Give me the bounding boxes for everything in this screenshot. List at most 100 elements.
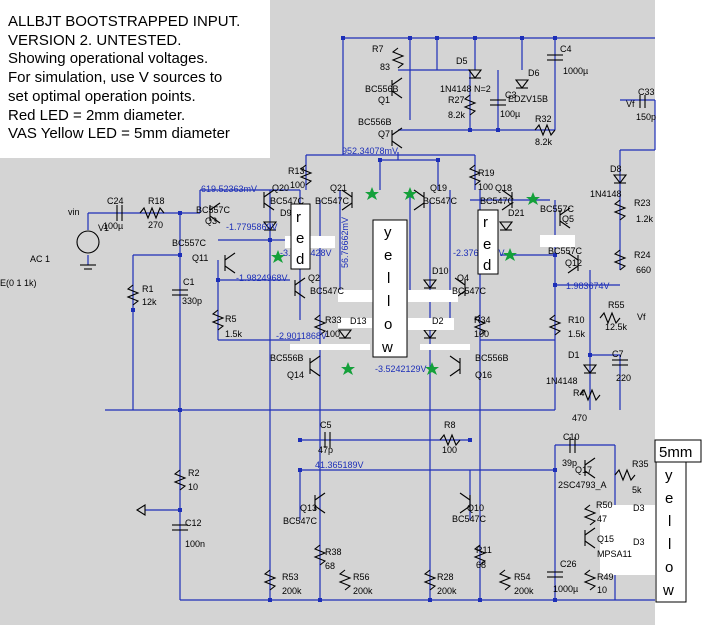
label-Q7: Q7 bbox=[378, 129, 390, 139]
resistor-R53 bbox=[263, 569, 277, 591]
marker-star bbox=[341, 362, 355, 375]
overlay-red-left: r e d bbox=[290, 203, 311, 270]
diode-D9 bbox=[262, 221, 278, 231]
marker-star bbox=[526, 192, 540, 205]
resistor-R24 bbox=[613, 249, 627, 271]
resistor-R38 bbox=[313, 544, 327, 566]
note-line: For simulation, use V sources to bbox=[8, 69, 223, 87]
resistor-R33 bbox=[313, 314, 327, 336]
label-Q12-type: BC557C bbox=[548, 246, 583, 256]
label-Q11: Q11 bbox=[192, 253, 208, 263]
overlay-letter: w bbox=[381, 339, 393, 356]
label-Vf-top: Vf bbox=[626, 99, 635, 109]
overlay-letter: e bbox=[384, 247, 392, 264]
diode-D8 bbox=[612, 174, 628, 184]
transistor-Q3 bbox=[209, 202, 221, 224]
label-R13: R13 bbox=[288, 166, 305, 176]
label-R4: R4 bbox=[573, 388, 585, 398]
transistor-Q16 bbox=[449, 355, 461, 377]
resistor-R54 bbox=[498, 569, 512, 591]
label-R38-value: 68 bbox=[325, 561, 335, 571]
label-R2: R2 bbox=[188, 468, 200, 478]
label-Q18-type: BC547C bbox=[480, 196, 515, 206]
overlay-letter: o bbox=[384, 316, 392, 333]
resistor-R23 bbox=[613, 199, 627, 221]
resistor-R50 bbox=[583, 504, 597, 526]
capacitor-C7 bbox=[612, 359, 628, 366]
label-R5: R5 bbox=[225, 314, 237, 324]
transistor-Q13 bbox=[314, 492, 326, 514]
overlay-letter: d bbox=[483, 257, 491, 274]
label-R27-value: 8.2k bbox=[448, 110, 466, 120]
capacitor-C33 bbox=[639, 95, 646, 108]
label-R54-value: 200k bbox=[514, 586, 534, 596]
label-R53-value: 200k bbox=[282, 586, 302, 596]
voltage-readout: 952.34078mV bbox=[342, 146, 398, 156]
label-C10: C10 bbox=[563, 432, 580, 442]
label-R24: R24 bbox=[634, 250, 651, 260]
transistor-Q2 bbox=[294, 277, 306, 299]
label-C33: C33 bbox=[638, 87, 655, 97]
label-R34: R34 bbox=[474, 315, 491, 325]
label-C1-value: 330p bbox=[182, 296, 202, 306]
resistor-R4 bbox=[579, 388, 601, 402]
overlay-letter: e bbox=[483, 236, 491, 253]
label-R38: R38 bbox=[325, 547, 342, 557]
note-line: ALLBJT BOOTSTRAPPED INPUT. bbox=[8, 13, 241, 30]
note-line: set optimal operation points. bbox=[8, 87, 196, 105]
label-R11-value: 68 bbox=[476, 560, 486, 570]
label-C7: C7 bbox=[612, 349, 624, 359]
voltage-readout: 619.52363mV bbox=[201, 184, 257, 194]
label-Q17-type: 2SC4793_A bbox=[558, 480, 607, 490]
marker-star bbox=[403, 187, 417, 200]
label-D1-type: 1N4148 bbox=[546, 376, 578, 386]
label-D6: D6 bbox=[528, 68, 540, 78]
diode-D6 bbox=[514, 79, 530, 89]
label-D5-type: 1N4148 N=2 bbox=[440, 84, 491, 94]
overlay-letter: w bbox=[662, 582, 674, 599]
label-R19: R19 bbox=[478, 168, 495, 178]
design-notes: ALLBJT BOOTSTRAPPED INPUT. VERSION 2. UN… bbox=[0, 0, 270, 158]
label-Q19-type: BC547C bbox=[423, 196, 458, 206]
overlay-letter: e bbox=[296, 230, 304, 247]
label-C1: C1 bbox=[183, 277, 195, 287]
component-labels: R7 83 D5 C4 1000µ D6 BC556B 1N4148 N=2 E… bbox=[0, 44, 656, 596]
overlay-red-right: r e d bbox=[477, 209, 499, 275]
overlay-yellow-mid: y e l l o w bbox=[372, 219, 408, 358]
resistor-R56 bbox=[338, 569, 352, 591]
label-R13-value: 100 bbox=[290, 180, 305, 190]
label-D21: D21 bbox=[508, 208, 525, 218]
diode-D5 bbox=[467, 69, 483, 79]
resistor-R11 bbox=[473, 544, 487, 566]
capacitor-C12 bbox=[172, 524, 188, 531]
label-Q11-type: BC557C bbox=[172, 238, 207, 248]
label-C26-value: 1000µ bbox=[553, 584, 578, 594]
resistor-R8 bbox=[439, 433, 461, 447]
label-C4: C4 bbox=[560, 44, 572, 54]
capacitor-C1 bbox=[172, 289, 188, 296]
transistor-Q11 bbox=[224, 252, 236, 274]
resistor-R10 bbox=[548, 314, 562, 336]
transistor-Q20 bbox=[263, 189, 275, 211]
overlay-letter: e bbox=[665, 490, 673, 507]
label-R35: R35 bbox=[632, 459, 649, 469]
resistor-R5 bbox=[211, 309, 225, 331]
overlay-letter: o bbox=[665, 559, 673, 576]
resistor-R28 bbox=[423, 569, 437, 591]
transistor-Q18 bbox=[501, 189, 513, 211]
overlay-letter: r bbox=[483, 214, 488, 231]
label-Q2: Q2 bbox=[308, 273, 320, 283]
label-C5: C5 bbox=[320, 420, 332, 430]
overlay-5mm-label: 5mm bbox=[659, 444, 692, 461]
label-R10-value: 1.5k bbox=[568, 329, 586, 339]
overlay-5mm: 5mm bbox=[654, 439, 702, 463]
resistor-R19 bbox=[468, 164, 482, 186]
label-R7: R7 bbox=[372, 44, 384, 54]
voltage-readout: 1.983674V bbox=[566, 281, 610, 291]
note-line: Showing operational voltages. bbox=[8, 50, 209, 68]
label-R50: R50 bbox=[596, 500, 613, 510]
voltage-readout: 41.365189V bbox=[315, 460, 364, 470]
label-R8-value: 100 bbox=[442, 445, 457, 455]
label-Q10: Q10 bbox=[467, 503, 484, 513]
capacitor-C26 bbox=[547, 571, 563, 578]
